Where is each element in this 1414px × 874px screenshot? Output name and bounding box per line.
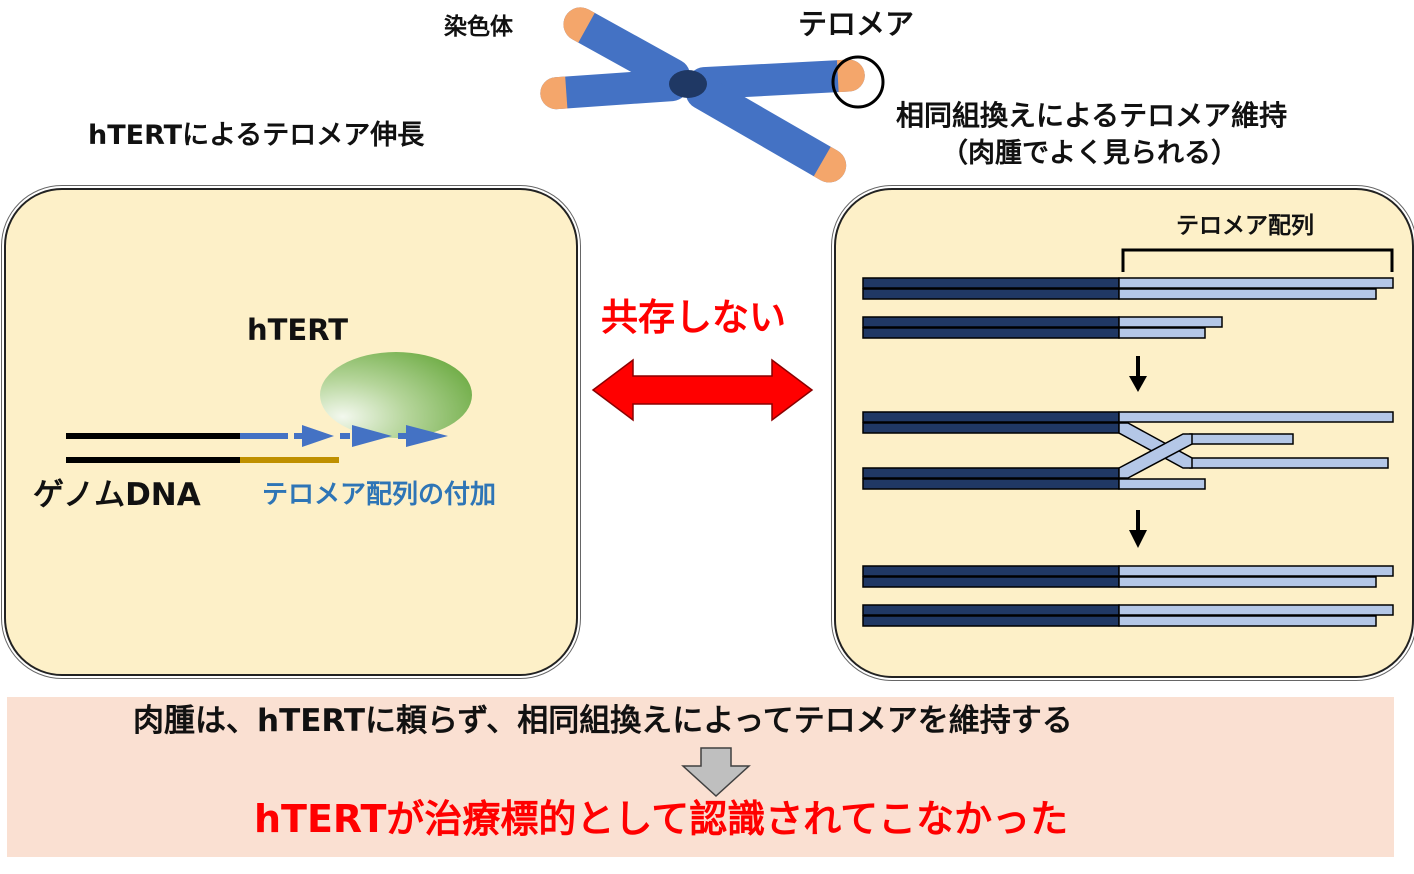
htert-label: hTERT [247, 313, 349, 347]
telomere-addition-label: テロメア配列の付加 [262, 480, 497, 510]
dna-stage-3 [862, 565, 1394, 627]
right-panel-subtitle: （肉腫でよく見られる） [941, 138, 1238, 169]
dna-stage-2 [862, 411, 1394, 490]
htert-panel [4, 188, 578, 676]
down-arrow-icon-1 [1129, 356, 1147, 392]
telomere-addition-arrows [240, 425, 448, 447]
conclusion-statement: 肉腫は、hTERTに頼らず、相同組換えによってテロメアを維持する [133, 703, 1073, 739]
down-arrow-icon-2 [1129, 510, 1147, 548]
htert-enzyme-shape [320, 352, 472, 438]
dna-stage-1 [862, 277, 1394, 339]
telomere-highlight-circle [831, 55, 885, 109]
result-arrow-icon [681, 747, 751, 798]
mutual-exclusion-label: 共存しない [601, 296, 786, 339]
genome-dna-label: ゲノムDNA [33, 477, 201, 513]
right-panel-title: 相同組換えによるテロメア維持 [896, 99, 1288, 132]
conclusion-result: hTERTが治療標的として認識されてこなかった [254, 797, 1069, 841]
chromosome-icon [540, 7, 865, 183]
telomere-label: テロメア [798, 7, 915, 41]
double-arrow-icon [591, 358, 814, 422]
telomere-bracket [1121, 248, 1394, 272]
chromosome-label: 染色体 [444, 14, 513, 40]
telomere-sequence-label: テロメア配列 [1176, 213, 1314, 239]
left-panel-title: hTERTによるテロメア伸長 [88, 120, 425, 151]
centromere [669, 70, 707, 98]
